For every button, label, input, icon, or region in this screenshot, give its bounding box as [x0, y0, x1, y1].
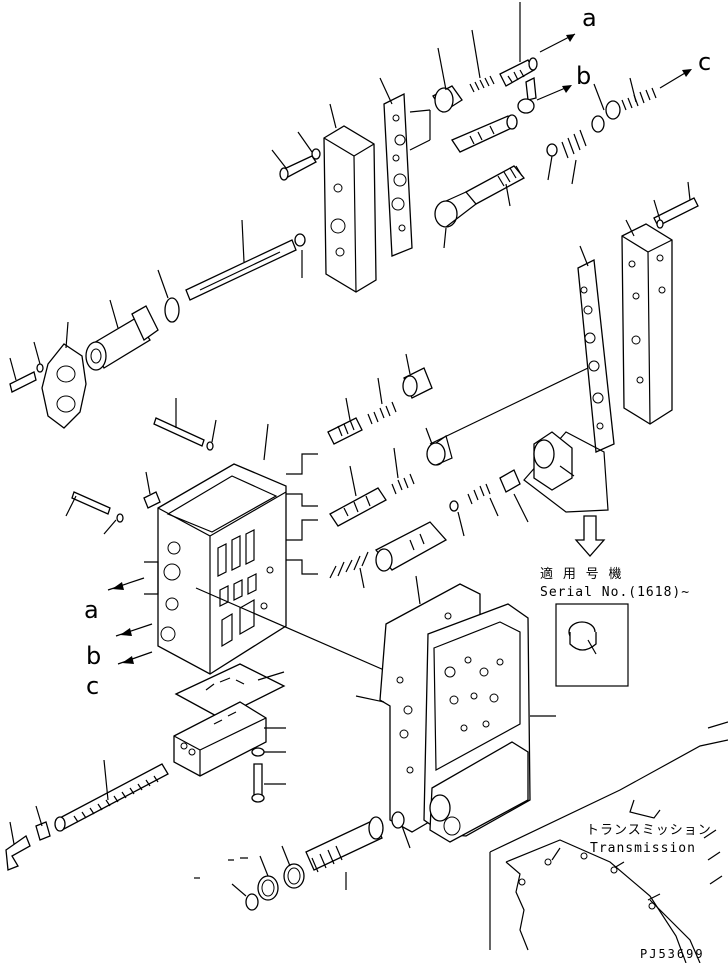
long-rod — [157, 219, 306, 323]
small-block — [173, 701, 286, 777]
transmission-housing — [423, 603, 556, 843]
callout-a-top: a — [582, 4, 597, 32]
plug-b — [517, 98, 535, 114]
top-spool-assembly — [432, 2, 692, 249]
spool-lower — [464, 165, 526, 205]
left-arrows — [107, 561, 159, 665]
middle-spools — [327, 353, 529, 605]
ring — [591, 115, 605, 133]
callout-a-left: a — [84, 596, 99, 624]
lower-left-nut — [5, 805, 51, 871]
left-flange — [9, 321, 87, 429]
sleeve — [85, 299, 159, 371]
right-block — [621, 181, 699, 425]
spring-top — [469, 75, 495, 93]
callout-b-top: b — [576, 62, 592, 90]
upper-cover-block — [323, 103, 377, 293]
lower-bolt — [251, 747, 286, 803]
transmission-label-en: Transmission — [590, 841, 696, 856]
shaft-o-ring — [391, 811, 405, 829]
o-ring — [164, 297, 180, 323]
transmission-label-jp: トランスミッション — [586, 823, 712, 838]
serial-detail — [523, 431, 629, 687]
serial-detail-box — [555, 603, 629, 687]
callout-c-top: c — [698, 48, 712, 76]
connection-brackets — [286, 453, 318, 575]
plug-c — [605, 100, 621, 120]
callout-c-left: c — [86, 672, 100, 700]
upper-bolt — [271, 131, 321, 181]
serial-label-jp: 適 用 号 機 — [540, 567, 623, 582]
lower-shaft — [194, 811, 411, 911]
body-bolts — [65, 398, 217, 535]
piston — [434, 200, 458, 228]
right-gasket — [429, 245, 615, 453]
drawing-code: PJ53699 — [640, 947, 705, 961]
upper-gasket — [379, 77, 431, 257]
pin — [525, 76, 537, 101]
plug-face — [434, 87, 454, 113]
transmission-case-outline — [489, 721, 728, 963]
callout-b-left: b — [86, 642, 102, 670]
washer — [546, 143, 558, 157]
threaded-rod — [54, 759, 169, 832]
main-valve-body — [157, 423, 385, 675]
serial-label-en: Serial No.(1618)~ — [540, 585, 691, 600]
small-plate — [174, 663, 286, 719]
